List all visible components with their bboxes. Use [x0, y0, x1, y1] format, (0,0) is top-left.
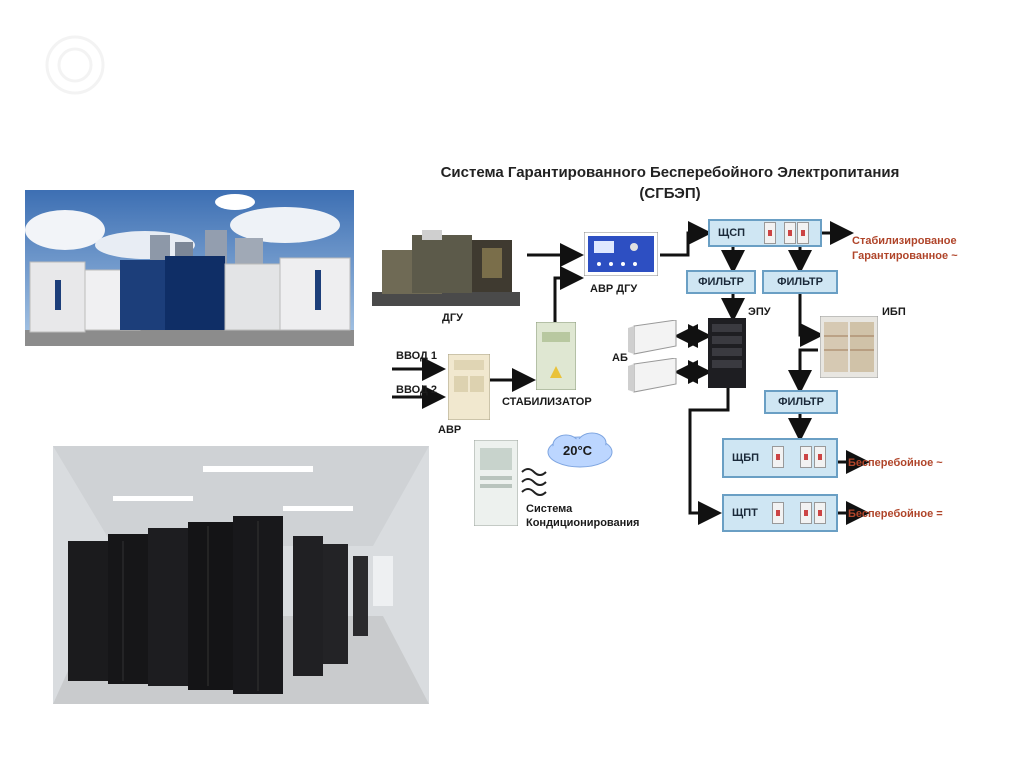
output-stabilized: Стабилизированое Гарантированное ~ — [852, 234, 958, 264]
panel-shpt-label: ЩПТ — [732, 507, 758, 519]
label-avr: АВР — [438, 424, 462, 436]
breaker-icon — [772, 446, 784, 468]
breaker-icon — [772, 502, 784, 524]
temperature-cloud-icon — [547, 432, 613, 468]
panel-filter-3: ФИЛЬТР — [764, 390, 838, 414]
panel-filter-1-label: ФИЛЬТР — [698, 276, 744, 288]
breaker-icon — [814, 446, 826, 468]
panel-filter-2-label: ФИЛЬТР — [777, 276, 823, 288]
label-dgu: ДГУ — [442, 312, 463, 324]
label-epu: ЭПУ — [748, 306, 771, 318]
label-avr-dgu: АВР ДГУ — [590, 283, 638, 295]
breaker-icon — [800, 446, 812, 468]
breaker-icon — [784, 222, 796, 244]
breaker-icon — [814, 502, 826, 524]
breaker-icon — [800, 502, 812, 524]
breaker-icon — [764, 222, 776, 244]
epu-cabinet-icon — [708, 318, 746, 388]
output-stabilized-line1: Стабилизированое — [852, 235, 957, 247]
stabilizer-icon — [536, 322, 576, 390]
temperature-label: 20°C — [563, 443, 593, 458]
label-conditioning-line2: Кондиционирования — [526, 517, 640, 529]
air-conditioner-icon — [474, 440, 518, 526]
label-vvod-2: ВВОД 2 — [396, 384, 438, 396]
avr-dgu-panel-icon — [584, 232, 658, 276]
diesel-generator-icon — [372, 230, 520, 306]
label-ab: АБ — [612, 352, 628, 364]
diagram-title: Система Гарантированного Бесперебойного … — [380, 162, 960, 204]
label-vvod-1: ВВОД 1 — [396, 350, 438, 362]
diagram-title-line1: Система Гарантированного Бесперебойного … — [440, 164, 900, 181]
output-uninterrupted-dc: Бесперебойное = — [848, 508, 943, 520]
panel-filter-3-label: ФИЛЬТР — [778, 396, 824, 408]
avr-cabinet-icon — [448, 354, 490, 420]
ibp-cabinet-icon — [820, 316, 878, 378]
panel-filter-2: ФИЛЬТР — [762, 270, 838, 294]
battery-bottom-icon — [628, 358, 677, 393]
output-stabilized-line2: Гарантированное ~ — [852, 250, 958, 262]
panel-shbp-label: ЩБП — [732, 452, 760, 464]
label-ibp: ИБП — [882, 306, 906, 318]
label-stabilizer: СТАБИЛИЗАТОР — [502, 396, 592, 408]
panel-filter-1: ФИЛЬТР — [686, 270, 756, 294]
server-room-photo — [53, 446, 429, 704]
logo-watermark — [45, 35, 105, 95]
diagram-title-line2: (СГБЭП) — [639, 185, 701, 202]
panel-shsp-label: ЩСП — [718, 227, 746, 239]
generators-photo — [25, 190, 354, 346]
label-conditioning-line1: Система — [526, 503, 573, 515]
output-uninterrupted-ac: Бесперебойное ~ — [848, 457, 943, 469]
breaker-icon — [797, 222, 809, 244]
battery-top-icon — [628, 320, 677, 355]
